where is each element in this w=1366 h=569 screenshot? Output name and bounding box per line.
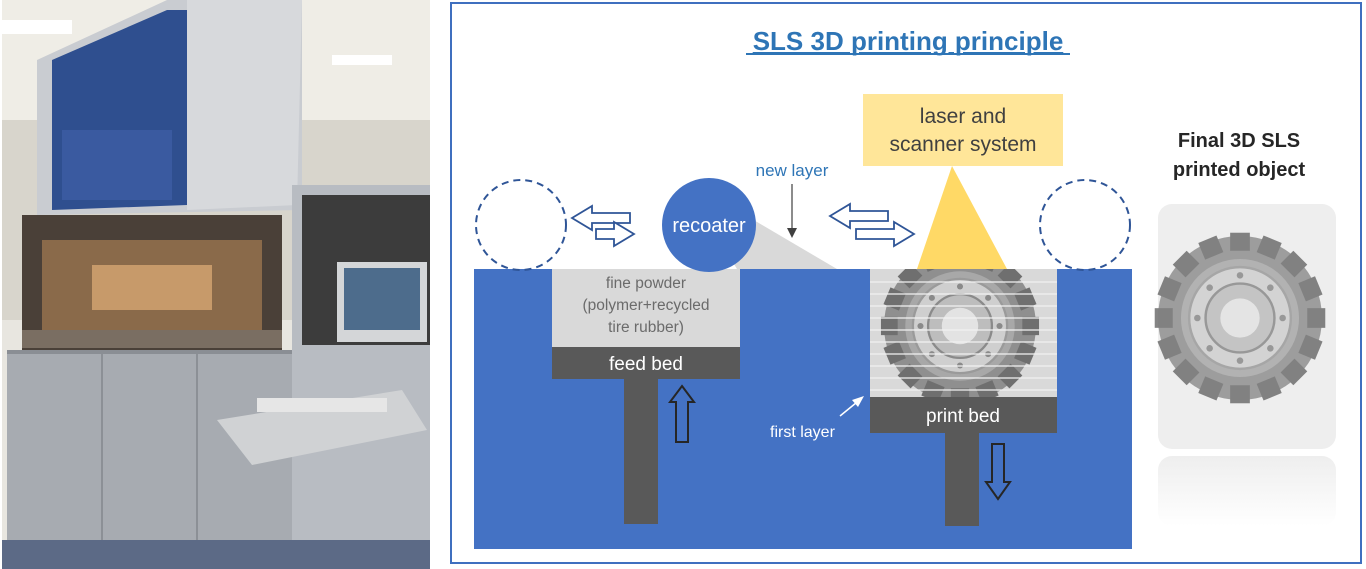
diagram-panel: SLS 3D printing principle laser and scan… — [450, 2, 1362, 564]
feed-up-arrow-icon — [668, 384, 696, 443]
final-object-reflection — [1158, 456, 1336, 526]
sls-diagram: SLS 3D printing principle laser and scan… — [474, 26, 1336, 549]
sls-machine-photo — [2, 0, 430, 569]
final-object-label-line2: printed object — [1173, 159, 1306, 181]
fine-powder-label-line3: tire rubber) — [608, 319, 684, 336]
feed-bed-piston — [624, 379, 658, 524]
fine-powder-region — [552, 269, 740, 347]
print-layer-lines — [870, 281, 1057, 391]
first-layer-arrow-icon — [839, 396, 864, 417]
recoater-motion-right-icon — [828, 202, 916, 248]
print-bed-label: print bed — [926, 406, 1000, 427]
recoater-end-position — [1039, 179, 1131, 271]
laser-beam — [917, 166, 1007, 269]
new-layer-arrow-icon — [787, 184, 797, 238]
laser-scanner-box — [863, 94, 1063, 166]
recoater-label: recoater — [672, 215, 746, 237]
final-object-label-line1: Final 3D SLS — [1178, 130, 1300, 152]
laser-scanner-label-line1: laser and — [920, 105, 1006, 128]
diagram-title: SLS 3D printing principle — [753, 26, 1064, 56]
fine-powder-label-line1: fine powder — [606, 275, 686, 292]
fine-powder-label-line2: (polymer+recycled — [582, 297, 709, 314]
recoater-start-position — [475, 179, 567, 271]
feed-bed-platform — [552, 347, 740, 379]
print-down-arrow-icon — [984, 443, 1012, 501]
print-bed-piston — [945, 433, 979, 526]
printed-tire-icon — [879, 269, 1041, 397]
first-layer-label: first layer — [770, 424, 836, 441]
final-tire-icon — [1153, 231, 1327, 405]
recoater-motion-left-icon — [570, 204, 636, 248]
feed-bed-label: feed bed — [609, 354, 683, 375]
laser-scanner-label-line2: scanner system — [889, 133, 1036, 156]
print-bed-platform — [870, 397, 1057, 433]
recoater-roller — [662, 178, 756, 272]
new-layer-label: new layer — [756, 161, 829, 180]
